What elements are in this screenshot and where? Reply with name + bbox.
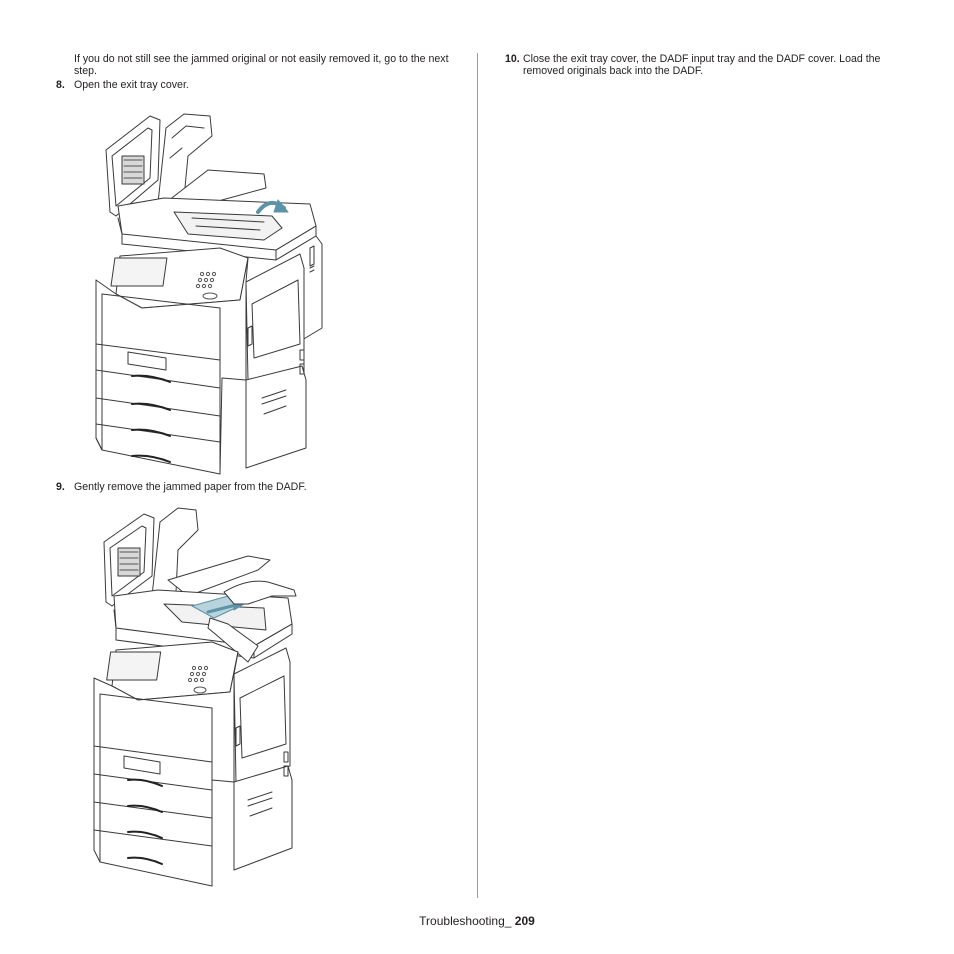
left-column: If you do not still see the jammed origi… (56, 53, 456, 91)
right-column: 10. Close the exit tray cover, the DADF … (505, 53, 905, 78)
keypad (195, 271, 218, 300)
intro-text: If you do not still see the jammed origi… (74, 53, 449, 78)
hand-left (207, 617, 259, 663)
figure-remove-jammed-paper (88, 500, 308, 890)
keypad (187, 665, 209, 694)
step-9-text: Gently remove the jammed paper from the … (74, 481, 307, 493)
printer-body (93, 651, 239, 887)
figure-open-exit-tray (88, 108, 328, 478)
side-door (233, 647, 291, 783)
step-10-number: 10. (505, 53, 520, 65)
touch-screen (110, 257, 168, 287)
step-9-number: 9. (56, 481, 65, 493)
step-8-text: Open the exit tray cover. (74, 78, 189, 91)
step-8-number: 8. (56, 78, 65, 91)
side-door (245, 253, 305, 381)
column-divider (477, 53, 478, 898)
step-9: 9. Gently remove the jammed paper from t… (56, 481, 456, 493)
step-8: 8. Open the exit tray cover. (56, 79, 456, 91)
roller-mechanism (117, 547, 141, 577)
step-10: 10. Close the exit tray cover, the DADF … (505, 53, 905, 78)
roller-mechanism (121, 155, 145, 185)
tray-handles (127, 778, 163, 865)
tray-handles (131, 374, 171, 463)
footer-section: Troubleshooting_ (419, 914, 515, 928)
step-9-container: 9. Gently remove the jammed paper from t… (56, 481, 456, 493)
page-number: 209 (514, 914, 535, 928)
touch-screen (106, 651, 162, 681)
step-10-text: Close the exit tray cover, the DADF inpu… (523, 53, 881, 78)
hand-right (223, 580, 297, 605)
page-footer: Troubleshooting_ 209 (0, 914, 954, 928)
